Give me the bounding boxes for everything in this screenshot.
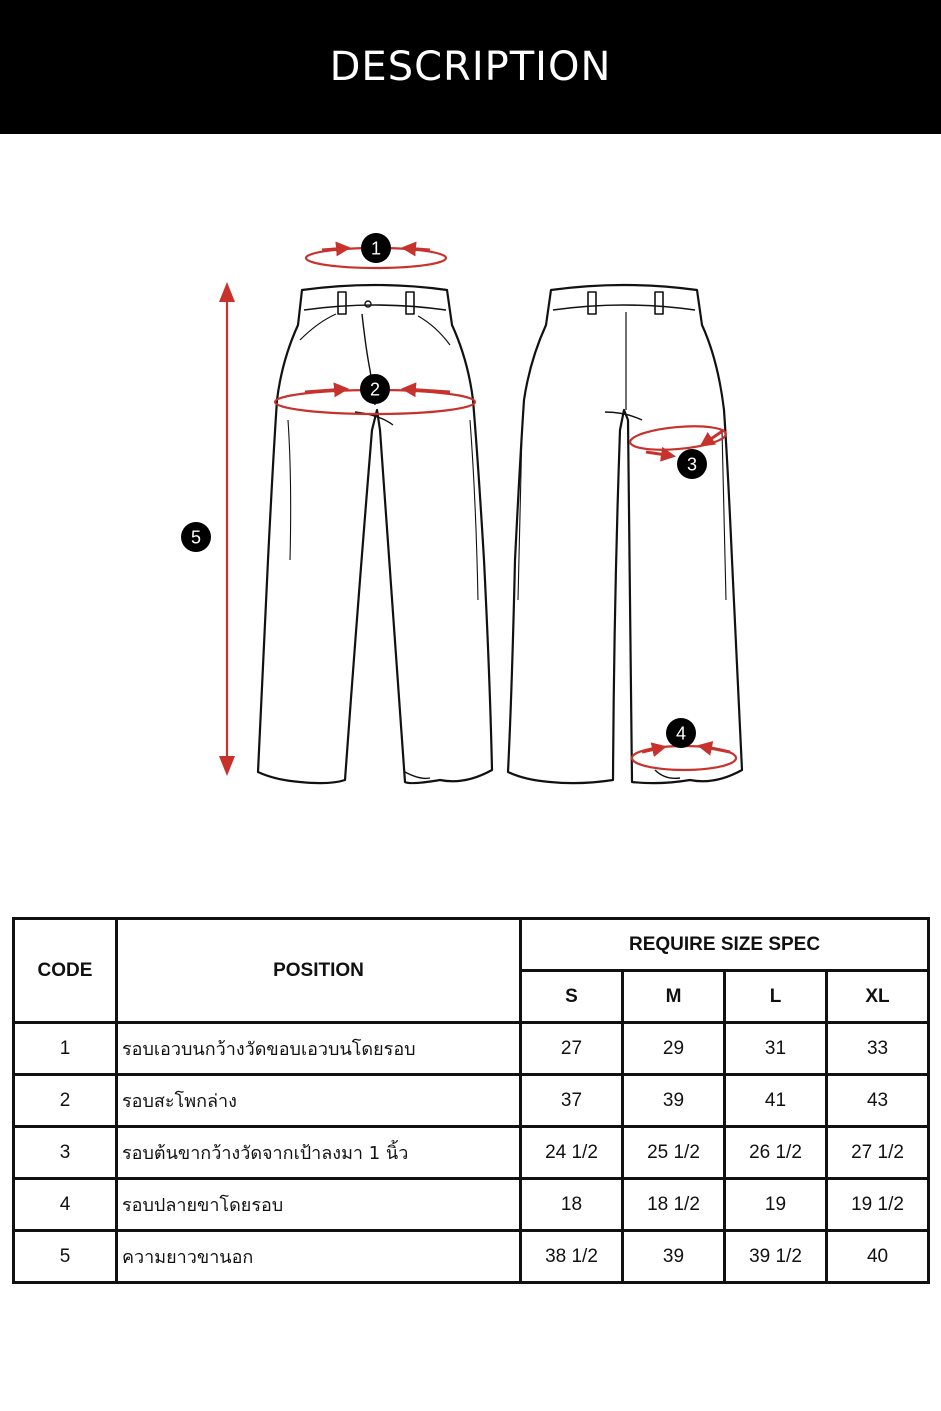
table-row: 4 รอบปลายขาโดยรอบ 18 18 1/2 19 19 1/2 <box>12 1177 931 1232</box>
row-value-xl: 27 1/2 <box>824 1125 931 1180</box>
row-value-xl: 40 <box>824 1229 931 1284</box>
table-row: 1 รอบเอวบนกว้างวัดขอบเอวบนโดยรอบ 27 29 3… <box>12 1021 931 1076</box>
row-code: 4 <box>12 1177 118 1232</box>
row-code: 2 <box>12 1073 118 1128</box>
marker-1 <box>361 233 391 263</box>
table-header-row: CODE POSITION REQUIRE SIZE SPEC <box>12 917 931 1024</box>
marker-4-label: 4 <box>676 724 686 744</box>
size-spec-table: CODE POSITION REQUIRE SIZE SPEC S M L XL… <box>12 917 931 1284</box>
row-value-xl: 19 1/2 <box>824 1177 931 1232</box>
size-header-row: S M L XL <box>14 969 931 1024</box>
size-header-s: S <box>519 969 624 1024</box>
row-value-s: 38 1/2 <box>519 1229 624 1284</box>
row-value-m: 29 <box>621 1021 726 1076</box>
row-value-l: 41 <box>723 1073 828 1128</box>
position-header: POSITION <box>115 917 522 1024</box>
measurement-hip: 2 <box>273 374 477 416</box>
marker-2 <box>360 374 390 404</box>
row-value-m: 39 <box>621 1229 726 1284</box>
row-value-s: 27 <box>519 1021 624 1076</box>
measurement-leg-opening: 4 <box>630 718 738 772</box>
measurement-outseam: 5 <box>181 282 235 776</box>
row-value-m: 39 <box>621 1073 726 1128</box>
page-title: DESCRIPTION <box>329 44 612 90</box>
row-value-s: 37 <box>519 1073 624 1128</box>
row-value-s: 24 1/2 <box>519 1125 624 1180</box>
row-position: รอบปลายขาโดยรอบ <box>115 1177 522 1232</box>
row-value-l: 26 1/2 <box>723 1125 828 1180</box>
marker-5 <box>181 522 211 552</box>
row-value-s: 18 <box>519 1177 624 1232</box>
table-row: 5 ความยาวขานอก 38 1/2 39 39 1/2 40 <box>12 1229 931 1284</box>
marker-2-label: 2 <box>370 380 380 400</box>
row-value-l: 31 <box>723 1021 828 1076</box>
pants-measurement-diagram: 1 2 3 4 5 <box>181 233 744 785</box>
size-header-m: M <box>621 969 726 1024</box>
row-code: 5 <box>12 1229 118 1284</box>
size-header-l: L <box>723 969 828 1024</box>
spec-header: REQUIRE SIZE SPEC <box>518 917 931 972</box>
row-value-l: 19 <box>723 1177 828 1232</box>
row-value-xl: 33 <box>824 1021 931 1076</box>
row-code: 3 <box>12 1125 118 1180</box>
row-position: ความยาวขานอก <box>115 1229 522 1284</box>
row-position: รอบต้นขากว้างวัดจากเป้าลงมา 1 นิ้ว <box>115 1125 522 1180</box>
row-position: รอบสะโพกล่าง <box>115 1073 522 1128</box>
row-value-xl: 43 <box>824 1073 931 1128</box>
row-value-l: 39 1/2 <box>723 1229 828 1284</box>
table-row: 2 รอบสะโพกล่าง 37 39 41 43 <box>12 1073 931 1128</box>
measurement-thigh: 3 <box>629 425 727 479</box>
back-pants-illustration <box>506 283 744 785</box>
row-value-m: 25 1/2 <box>621 1125 726 1180</box>
row-value-m: 18 1/2 <box>621 1177 726 1232</box>
front-pants-illustration <box>256 283 494 785</box>
size-header-xl: XL <box>824 969 931 1024</box>
marker-1-label: 1 <box>371 239 381 259</box>
measurement-waist: 1 <box>304 233 448 270</box>
header-bar: DESCRIPTION <box>0 0 941 134</box>
table-row: 3 รอบต้นขากว้างวัดจากเป้าลงมา 1 นิ้ว 24 … <box>12 1125 931 1180</box>
marker-3-label: 3 <box>687 455 697 475</box>
marker-5-label: 5 <box>191 528 201 548</box>
marker-4 <box>666 718 696 748</box>
code-header: CODE <box>12 917 118 1024</box>
row-code: 1 <box>12 1021 118 1076</box>
marker-3 <box>677 449 707 479</box>
row-position: รอบเอวบนกว้างวัดขอบเอวบนโดยรอบ <box>115 1021 522 1076</box>
